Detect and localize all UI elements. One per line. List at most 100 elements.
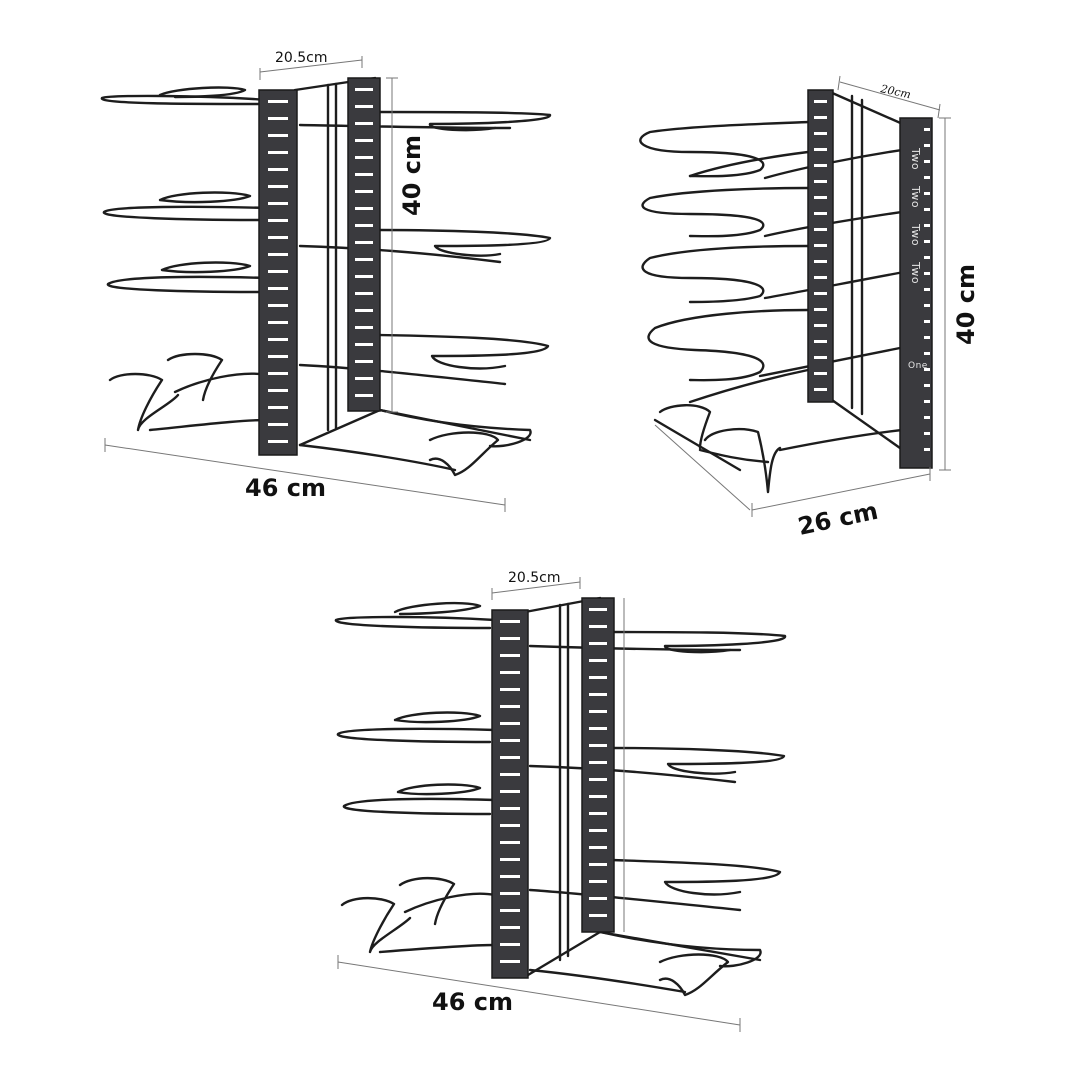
panel-slot	[500, 722, 520, 725]
panel-slot	[500, 705, 520, 708]
panel-text-one: One	[908, 361, 928, 371]
rack-frame	[523, 596, 762, 977]
panel-slot	[268, 355, 288, 358]
panel-slot	[814, 372, 827, 375]
panel-slot	[500, 773, 520, 776]
perforated-panel-back	[347, 77, 381, 412]
panel-slot	[355, 122, 373, 125]
panel-slot	[268, 440, 288, 443]
panel-slot	[500, 688, 520, 691]
panel-slot	[814, 388, 827, 391]
width-label: 20.5cm	[275, 50, 328, 66]
rack-front-view-bottom: 20.5cm 46 cm	[334, 570, 787, 1032]
perforated-panel-back	[581, 597, 615, 933]
panel-slot	[268, 389, 288, 392]
panel-slot	[589, 829, 607, 832]
panel-slot	[268, 134, 288, 137]
panel-slot	[589, 914, 607, 917]
panel-slot	[924, 128, 930, 131]
length-label: 26 cm	[795, 497, 880, 541]
panel-slot	[814, 132, 827, 135]
panel-slot	[589, 625, 607, 628]
dimension-length: 46 cm	[104, 438, 506, 512]
panel-slot	[814, 340, 827, 343]
perforated-panel-front: Two Two Two Two One	[899, 117, 933, 469]
rack-side-view: Two Two Two Two One 20cm 40 cm 26 cm	[639, 75, 980, 541]
panel-slot	[589, 659, 607, 662]
panel-slot	[814, 212, 827, 215]
panel-slot	[814, 116, 827, 119]
panel-slot	[355, 394, 373, 397]
panel-slot	[924, 336, 930, 339]
panel-slot	[268, 202, 288, 205]
dimension-height: 40 cm	[386, 77, 426, 413]
panel-slot	[268, 236, 288, 239]
panel-text-two-3: Two	[909, 223, 922, 246]
panel-slot	[589, 812, 607, 815]
panel-slot	[924, 256, 930, 259]
panel-slot	[355, 309, 373, 312]
panel-slot	[589, 744, 607, 747]
panel-slot	[355, 360, 373, 363]
panel-slot	[924, 192, 930, 195]
panel-slot	[589, 778, 607, 781]
panel-text-two-1: Two	[909, 147, 922, 170]
panel-slot	[355, 258, 373, 261]
panel-slot	[814, 324, 827, 327]
panel-slot	[268, 270, 288, 273]
panel-slot	[814, 164, 827, 167]
depth-label: 20cm	[878, 82, 912, 101]
panel-slot	[500, 756, 520, 759]
panel-slot	[589, 710, 607, 713]
panel-slot	[924, 400, 930, 403]
panel-slot	[268, 253, 288, 256]
wire-shelves-left	[100, 86, 270, 432]
panel-slot	[924, 224, 930, 227]
panel-slot	[500, 875, 520, 878]
panel-slot	[924, 176, 930, 179]
panel-slot	[500, 654, 520, 657]
dimension-height: 40 cm	[939, 117, 980, 471]
panel-slot	[500, 790, 520, 793]
dimension-width: 20.5cm	[259, 50, 363, 80]
panel-slot	[355, 173, 373, 176]
panel-slot	[500, 824, 520, 827]
wire-shelves-left	[334, 601, 497, 954]
panel-slot	[355, 275, 373, 278]
panel-slot	[355, 241, 373, 244]
panel-slot	[589, 863, 607, 866]
panel-slot	[924, 160, 930, 163]
panel-slot	[500, 671, 520, 674]
panel-slot	[355, 156, 373, 159]
panel-slot	[500, 637, 520, 640]
panel-slot	[268, 100, 288, 103]
panel-slot	[814, 276, 827, 279]
panel-slot	[500, 909, 520, 912]
panel-slot	[924, 208, 930, 211]
panel-slot	[814, 244, 827, 247]
panel-slot	[268, 117, 288, 120]
width-label: 20.5cm	[508, 570, 561, 586]
panel-slot	[589, 880, 607, 883]
panel-slot	[500, 620, 520, 623]
dimension-length: 26 cm	[654, 424, 931, 541]
panel-slot	[355, 224, 373, 227]
panel-slot	[268, 321, 288, 324]
panel-slot	[355, 105, 373, 108]
panel-slot	[814, 356, 827, 359]
wire-shelves-right	[298, 110, 552, 477]
panel-slot	[500, 943, 520, 946]
panel-slot	[924, 384, 930, 387]
panel-slot	[355, 377, 373, 380]
panel-slot	[500, 892, 520, 895]
panel-slot	[500, 841, 520, 844]
panel-slot	[355, 292, 373, 295]
panel-slot	[589, 676, 607, 679]
perforated-panel-front	[258, 89, 298, 456]
panel-slot	[924, 304, 930, 307]
length-label: 46 cm	[245, 474, 326, 502]
panel-slot	[589, 642, 607, 645]
panel-slot	[814, 148, 827, 151]
panel-slot	[268, 185, 288, 188]
